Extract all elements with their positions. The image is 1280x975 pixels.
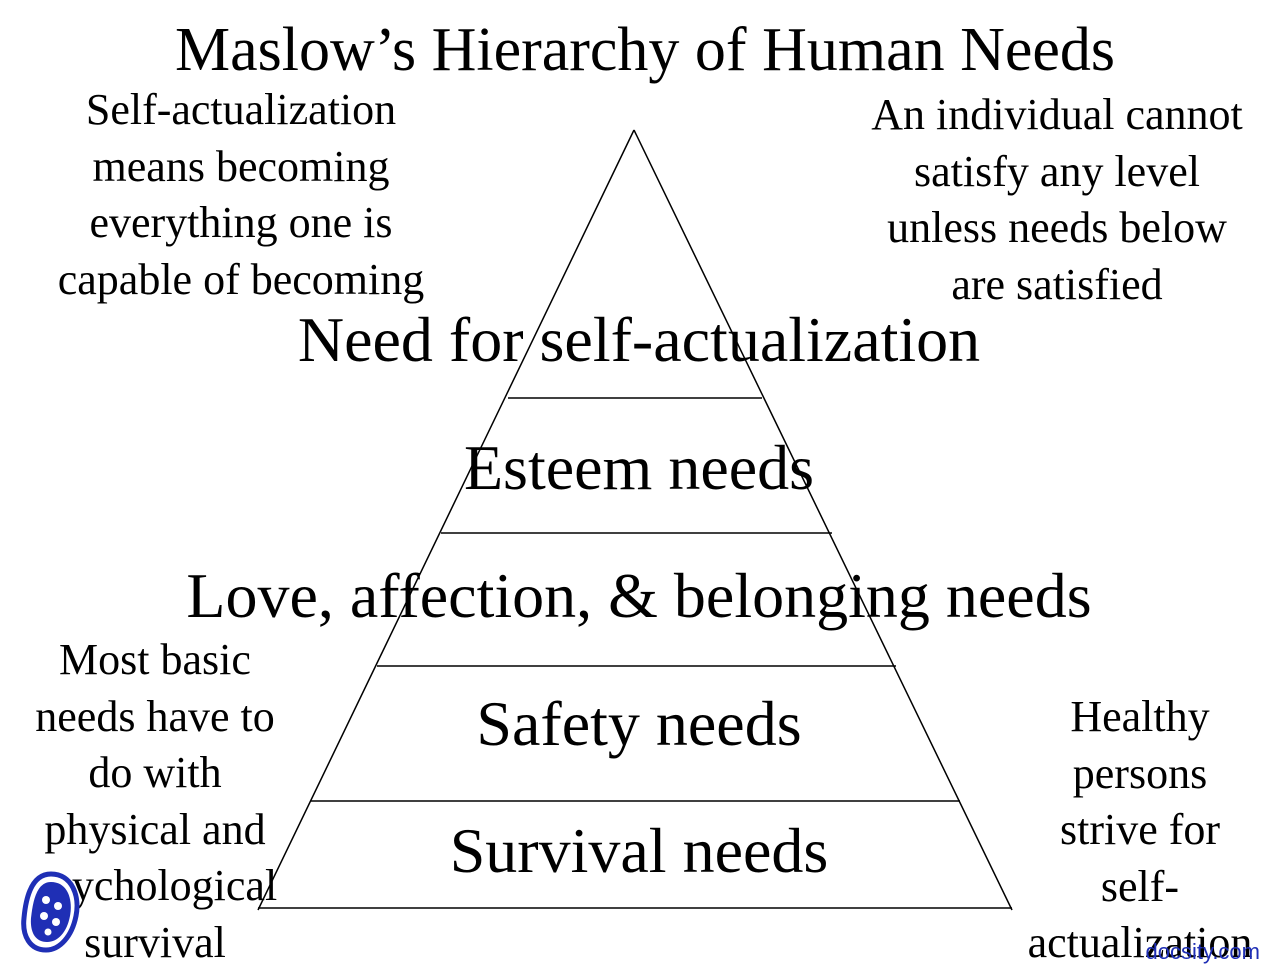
note-line: physical and <box>44 804 266 854</box>
note-levels-rule: An individual cannot satisfy any level u… <box>855 87 1259 313</box>
note-line: Healthy <box>1070 692 1210 741</box>
pyramid-right-edge <box>633 129 1013 911</box>
note-line: capable of becoming <box>57 254 425 304</box>
level-love-belonging: Love, affection, & belonging needs <box>186 560 1092 631</box>
note-line: strive for <box>1059 805 1221 854</box>
level-survival: Survival needs <box>449 815 829 886</box>
docsity-logo-icon <box>21 871 80 953</box>
note-basic-needs: Most basic needs have to do with physica… <box>10 632 300 971</box>
note-line: are satisfied <box>951 259 1163 309</box>
page-title: Maslow’s Hierarchy of Human Needs <box>174 16 1116 84</box>
note-line: do with <box>88 748 222 797</box>
note-line: means becoming <box>92 141 390 191</box>
level-self-actualization: Need for self-actualization <box>297 304 981 375</box>
note-healthy-persons: Healthy persons strive for self- actuali… <box>1015 689 1265 972</box>
note-line: persons <box>1072 748 1208 798</box>
docsity-watermark[interactable]: docsity.com <box>1145 939 1260 964</box>
note-line: self- <box>1100 861 1180 911</box>
note-line: unless needs below <box>887 203 1227 252</box>
pyramid-left-edge <box>257 129 635 911</box>
level-safety: Safety needs <box>476 688 802 759</box>
note-self-actualization: Self-actualization means becoming everyt… <box>40 82 442 308</box>
note-line: actualization <box>1027 918 1253 967</box>
note-line: survival <box>84 917 226 967</box>
note-line: Self-actualization <box>85 85 397 134</box>
note-line: An individual cannot <box>871 90 1243 139</box>
note-line: Most basic <box>59 635 251 684</box>
level-esteem: Esteem needs <box>463 432 815 503</box>
note-line: everything one is <box>89 198 393 247</box>
note-line: needs have to <box>35 691 275 741</box>
note-line: satisfy any level <box>914 146 1200 196</box>
